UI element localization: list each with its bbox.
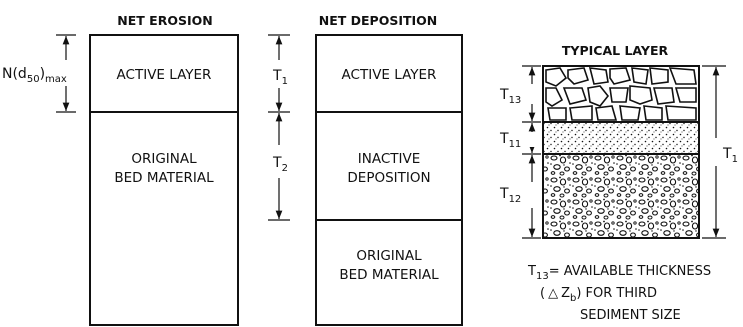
erosion-original-line2: BED MATERIAL: [114, 170, 214, 186]
header-typical-layer: TYPICAL LAYER: [562, 43, 669, 58]
erosion-active-layer-label: ACTIVE LAYER: [117, 67, 212, 83]
erosion-original-line1: ORIGINAL: [131, 151, 197, 167]
header-net-erosion: NET EROSION: [117, 13, 212, 28]
deposition-original-line1: ORIGINAL: [356, 248, 422, 264]
fine-gravel-layer: [543, 154, 699, 238]
n-d50-max-label: N(d50)max: [2, 66, 67, 85]
t2-label: T2: [272, 155, 288, 174]
note-line-3: SEDIMENT SIZE: [580, 308, 681, 323]
deposition-original-line2: BED MATERIAL: [339, 267, 439, 283]
typical-layer-box: [543, 66, 699, 238]
t1-label: T1: [272, 68, 288, 87]
inactive-deposition-line1: INACTIVE: [358, 151, 421, 167]
deposition-active-layer-label: ACTIVE LAYER: [342, 67, 437, 83]
note-line-2: (△Zb) FOR THIRD: [540, 286, 657, 304]
sand-layer: [543, 122, 699, 154]
note-line-1: T13= AVAILABLE THICKNESS: [527, 264, 711, 282]
header-net-deposition: NET DEPOSITION: [319, 13, 438, 28]
inactive-deposition-line2: DEPOSITION: [347, 170, 430, 186]
